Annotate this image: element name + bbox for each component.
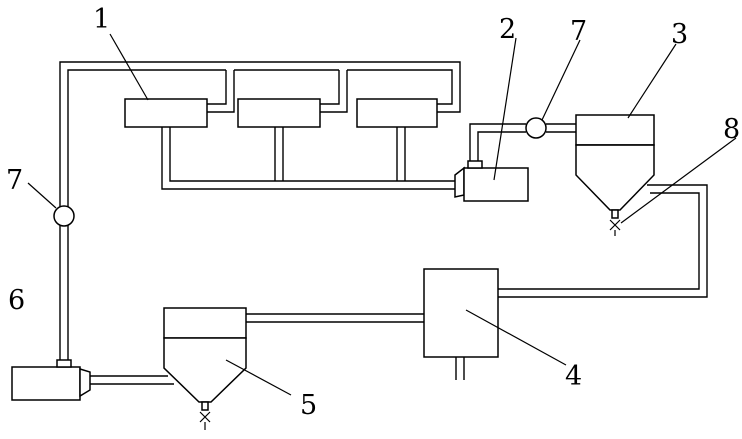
pipe-5-to-6	[90, 375, 174, 385]
top-manifold-pipe	[59, 61, 461, 360]
label-4: 4	[565, 361, 582, 392]
unit-5-hopper	[163, 307, 247, 430]
pump-7-left	[53, 205, 75, 227]
collector-pipe	[161, 127, 455, 190]
label-8: 8	[723, 114, 740, 145]
leader-lines	[27, 33, 737, 396]
label-5: 5	[300, 390, 317, 421]
unit-4-tank	[423, 268, 499, 380]
unit-6-fan	[11, 359, 91, 401]
label-3: 3	[671, 19, 688, 50]
unit-1-box-c	[356, 98, 438, 128]
label-2: 2	[499, 14, 516, 45]
label-1: 1	[93, 4, 110, 35]
number-labels: 1 2 7 3 8 7 6 5 4	[6, 4, 740, 421]
label-7-right: 7	[570, 16, 587, 47]
pipe-3-to-4	[498, 184, 708, 298]
unit-1-boxes	[124, 98, 438, 128]
label-6: 6	[8, 285, 25, 316]
unit-1-box-a	[124, 98, 208, 128]
pipe-4-to-5	[246, 313, 424, 323]
unit-3-hopper	[575, 114, 655, 236]
label-7-left: 7	[6, 165, 23, 196]
pump-7-right	[525, 117, 576, 139]
unit-2-fan	[454, 123, 529, 202]
unit-1-box-b	[237, 98, 321, 128]
